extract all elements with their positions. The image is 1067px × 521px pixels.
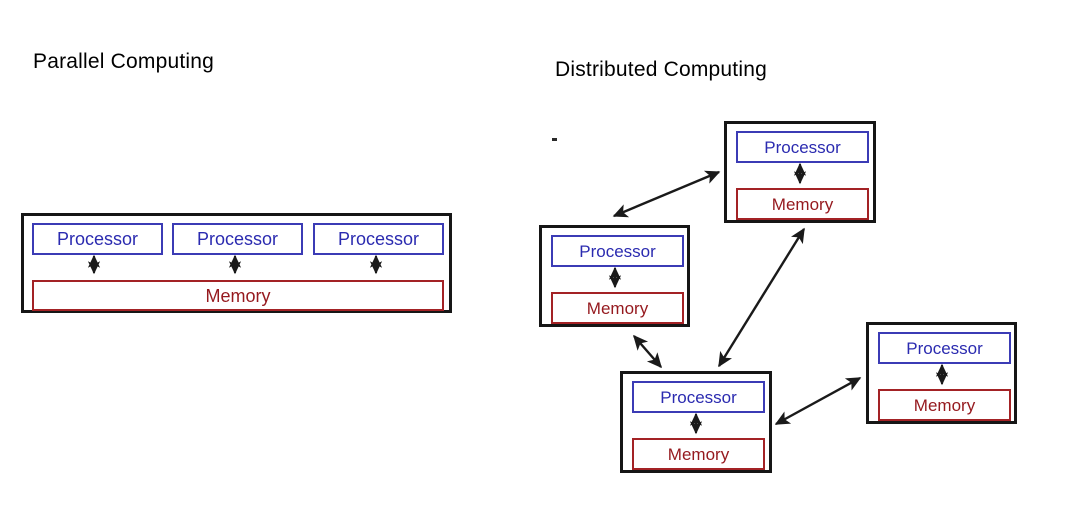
parallel-shared-memory: Memory [32,280,444,311]
node-right-memory: Memory [878,389,1011,421]
node-left-memory: Memory [551,292,684,324]
node-right-processor-label: Processor [906,338,983,358]
distributed-node-left-frame: Processor Memory [539,225,690,327]
node-top-memory-label: Memory [771,194,834,214]
distributed-node-top-frame: Processor Memory [724,121,876,223]
node-bottom-processor-label: Processor [660,387,737,407]
parallel-computing-title: Parallel Computing [33,50,215,73]
node-bottom-processor: Processor [632,381,765,413]
parallel-processor-2: Processor [172,223,303,255]
parallel-processor-1-label: Processor [56,229,139,249]
node-top-processor: Processor [736,131,869,163]
distributed-node-bottom-frame: Processor Memory [620,371,772,473]
link-node-bottom-node-top [717,227,806,368]
parallel-system-frame: Processor Processor Processor Memory [21,213,452,313]
node-top-processor-label: Processor [764,137,841,157]
parallel-processor-2-label: Processor [196,229,279,249]
distributed-node-right-frame: Processor Memory [866,322,1017,424]
node-bottom-memory: Memory [632,438,765,470]
stray-speck [552,138,557,141]
node-right-memory-label: Memory [913,395,976,415]
node-right-processor: Processor [878,332,1011,364]
link-node-bottom-node-right [774,376,862,426]
parallel-memory-label: Memory [205,285,271,306]
node-left-processor-label: Processor [579,241,656,261]
node-left-memory-label: Memory [586,298,649,318]
link-node-left-node-top [612,170,721,218]
parallel-processor-1: Processor [32,223,163,255]
node-left-processor: Processor [551,235,684,267]
parallel-processor-3: Processor [313,223,444,255]
parallel-processor-3-label: Processor [337,229,420,249]
node-bottom-memory-label: Memory [667,444,730,464]
link-node-left-node-bottom [633,334,662,369]
distributed-computing-title: Distributed Computing [555,58,767,81]
node-top-memory: Memory [736,188,869,220]
